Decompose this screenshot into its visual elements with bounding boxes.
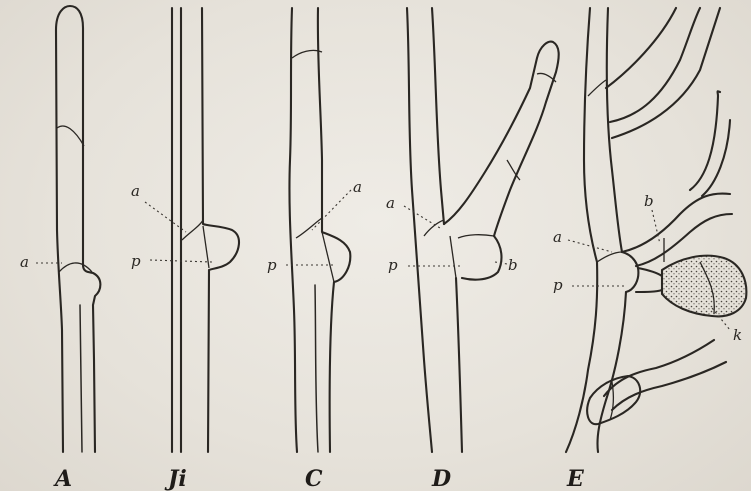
panel-c-label: C (305, 466, 323, 491)
panel-e: a p b k E (553, 8, 746, 491)
panel-e-marker-k: k (733, 326, 742, 344)
panel-e-cell-k (662, 256, 746, 317)
panel-e-trunk-left (566, 8, 597, 452)
panel-a-inner-wall (80, 305, 82, 452)
panel-e-marker-p: p (553, 276, 563, 294)
panel-e-leader-a (568, 240, 612, 252)
panel-e-junction (622, 252, 638, 292)
panel-e-septum-top (588, 80, 606, 96)
panel-d-label: D (431, 466, 451, 491)
panel-d-clamp (462, 236, 501, 280)
panel-d-clamp-wall (458, 235, 494, 238)
panel-a-label: A (53, 466, 72, 491)
panel-d-right-wall-upper (432, 8, 444, 224)
panel-b-marker-a: a (131, 182, 140, 200)
panel-d-branch-outer (444, 42, 559, 236)
panel-c-marker-p: p (267, 256, 277, 274)
panel-d-marker-b: b (508, 256, 518, 274)
panel-c-marker-a: a (353, 178, 362, 196)
panel-b: a p Ji (131, 8, 239, 491)
panel-a: a A (20, 6, 100, 491)
panel-a-hypha (56, 6, 100, 452)
panel-e-branch-top-c (612, 8, 720, 138)
panel-c-right-wall (318, 8, 350, 452)
panel-c-left-wall (289, 8, 297, 452)
panel-e-twig (690, 91, 720, 190)
panel-b-marker-p: p (131, 252, 141, 270)
panel-e-septum-a (597, 252, 622, 262)
panel-d: a p b D (386, 8, 559, 491)
panel-d-leader-a (404, 206, 440, 228)
panel-d-marker-a: a (386, 194, 395, 212)
panel-e-branch-lower-2 (612, 362, 726, 410)
panel-e-marker-a: a (553, 228, 562, 246)
panel-b-septum (182, 220, 203, 240)
panel-e-label: E (566, 466, 585, 491)
panel-e-branch-top-b (610, 8, 700, 122)
panel-d-septum-a (424, 220, 444, 236)
panel-d-clamp-base (450, 236, 456, 278)
panel-c: a p C (267, 8, 362, 491)
panel-e-marker-b: b (644, 192, 654, 210)
panel-b-label: Ji (164, 466, 187, 491)
panel-e-trunk-lower-right (597, 292, 626, 452)
panel-b-right-wall (202, 8, 239, 452)
panel-c-leader-a (312, 190, 351, 230)
panel-e-cell-k-neck (636, 268, 662, 292)
panel-c-clamp-base (322, 232, 334, 282)
panel-a-septum-upper (57, 126, 84, 146)
panel-c-septum (296, 218, 322, 238)
panel-b-leader-a (145, 202, 186, 232)
panel-a-marker-a: a (20, 253, 29, 271)
panel-d-marker-p: p (388, 256, 398, 274)
panel-e-branch-top-a (606, 8, 676, 88)
panel-c-inner-wall (315, 285, 318, 452)
panel-e-trunk-right (607, 8, 622, 252)
panel-d-right-wall-lower (456, 278, 462, 452)
